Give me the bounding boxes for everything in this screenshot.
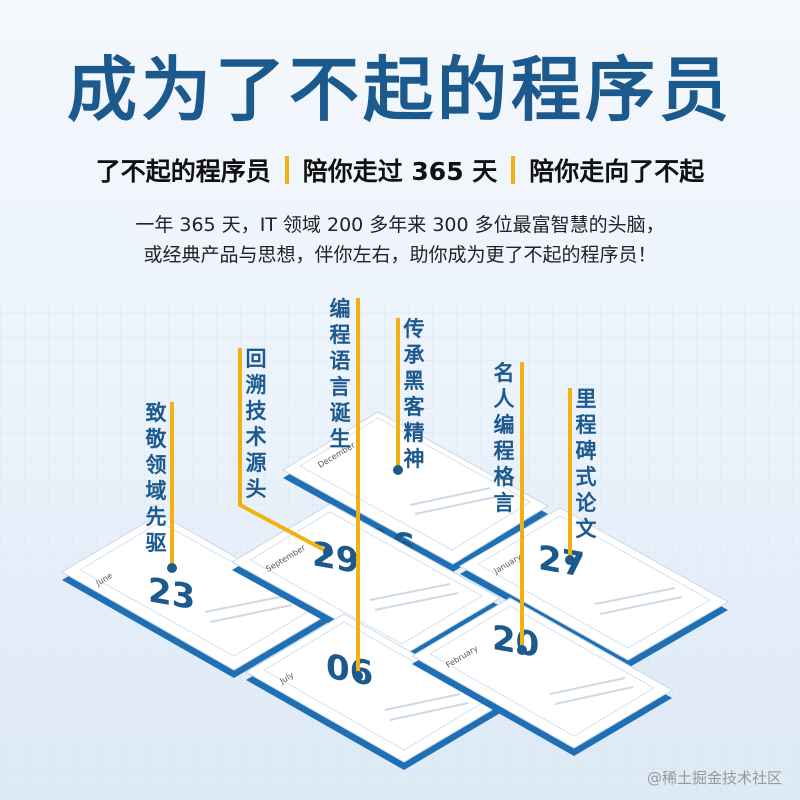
- description-line-1: 一年 365 天，IT 领域 200 多年来 300 多位最富智慧的头脑，: [135, 214, 665, 236]
- description: 一年 365 天，IT 领域 200 多年来 300 多位最富智慧的头脑， 或经…: [0, 210, 800, 270]
- subtitle-bar: 了不起的程序员 陪你走过 365 天 陪你走向了不起: [0, 152, 800, 188]
- connector-dots: [167, 465, 575, 681]
- label-lang: 编程语言诞生: [329, 297, 351, 451]
- calendar-card-20: February 20: [411, 597, 673, 756]
- watermark: @稀土掘金技术社区: [646, 769, 782, 787]
- label-paper: 里程碑式论文: [575, 387, 597, 541]
- connector-trace: [238, 348, 329, 554]
- label-hacker: 传承黑客精神: [403, 317, 425, 471]
- card-day: 29: [312, 534, 359, 582]
- subtitle-part-2: 陪你走过 365 天: [302, 157, 498, 186]
- calendar-card-23: June 23: [61, 513, 333, 678]
- connector-lines: [170, 298, 572, 676]
- label-pioneer: 致敬领域先驱: [145, 401, 167, 555]
- subtitle-separator: [511, 156, 516, 184]
- description-line-2: 或经典产品与思想，伴你左右，助你成为更了不起的程序员！: [143, 244, 657, 266]
- calendar-card-06: July 06: [245, 613, 503, 770]
- label-quote: 名人编程格言: [493, 361, 515, 515]
- card-day: 23: [148, 570, 195, 618]
- page-title: 成为了不起的程序员: [67, 49, 733, 131]
- card-day: 20: [492, 618, 539, 666]
- card-day: 06: [326, 647, 373, 695]
- subtitle-separator: [284, 156, 289, 184]
- calendar-card-29: September 29: [230, 503, 502, 664]
- label-trace: 回溯技术源头: [245, 347, 267, 501]
- card-day: 27: [538, 538, 585, 586]
- subtitle-part-1: 了不起的程序员: [95, 157, 271, 186]
- calendar-card-27: January 27: [458, 507, 730, 668]
- subtitle-part-3: 陪你走向了不起: [529, 157, 705, 186]
